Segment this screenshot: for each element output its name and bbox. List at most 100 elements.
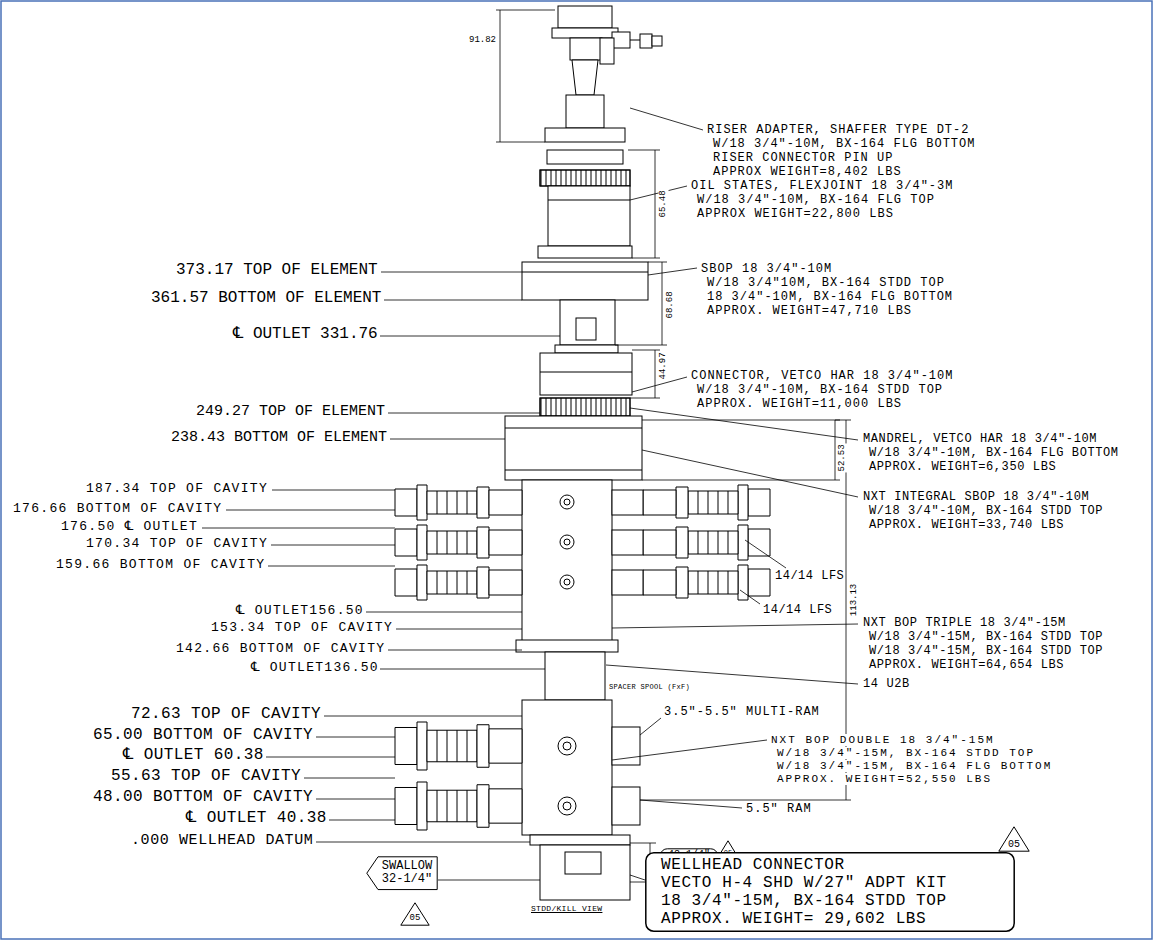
stack-component — [612, 570, 643, 595]
elevation-label: 65.00 BOTTOM OF CAVITY — [92, 727, 314, 745]
stack-component — [560, 300, 615, 345]
callout-text: 14 U2B — [862, 678, 911, 691]
stack-component — [540, 845, 630, 900]
callout-text: APPROX. WEIGHT=47,710 LBS — [706, 305, 913, 318]
leader-line — [630, 408, 858, 440]
leader-line — [202, 528, 395, 529]
callout-text: 18 3/4"-10M, BX-164 FLG BOTTOM — [706, 291, 954, 304]
leader-line — [648, 268, 697, 275]
stack-component — [548, 186, 630, 246]
stack-component — [540, 398, 630, 416]
stack-component — [566, 95, 604, 128]
stack-component — [558, 6, 612, 28]
leader-line — [226, 510, 395, 511]
stack-component — [522, 272, 648, 273]
stack-component — [612, 32, 630, 48]
leader-line — [388, 413, 540, 414]
leader-line — [266, 757, 395, 758]
stack-component — [564, 579, 570, 585]
stack-component — [540, 372, 632, 373]
callout-text: MANDREL, VETCO HAR 18 3/4"-10M — [862, 433, 1098, 446]
callout-text: W/18 3/4"-15M, BX-164 STDD TOP — [868, 645, 1104, 658]
callout-text: 14/14 LFS — [774, 570, 845, 583]
elevation-label: 72.63 TOP OF CAVITY — [130, 706, 322, 724]
elevation-label: ℄ OUTLET156.50 — [235, 604, 365, 618]
elevation-label: .000 WELLHEAD DATUM — [130, 833, 314, 850]
elevation-label: 361.57 BOTTOM OF ELEMENT — [150, 290, 382, 308]
callout-text: APPROX. WEIGHT=64,654 LBS — [868, 659, 1065, 672]
tag-outline — [367, 857, 437, 890]
leader-line — [390, 439, 505, 440]
stack-component — [560, 535, 574, 549]
callout-text: OIL STATES, FLEXJOINT 18 3/4"-3M — [690, 180, 954, 193]
stack-component — [564, 499, 570, 505]
box-text: 05 — [410, 914, 421, 924]
leader-line — [745, 540, 786, 568]
elevation-label: 176.50 ℄ OUTLET — [60, 520, 199, 534]
callout-text: APPROX. WEIGHT=11,000 LBS — [696, 398, 903, 411]
leader-line — [640, 800, 742, 808]
leader-line — [388, 650, 522, 651]
callout-text: W/18 3/4"-10M, BX-164 FLG BOTTOM — [868, 447, 1120, 460]
leader-line — [268, 566, 395, 567]
box-text: 05 — [1008, 839, 1020, 850]
leader-line — [381, 272, 522, 273]
stack-component — [522, 480, 612, 645]
elevation-label: ℄ OUTLET 40.38 — [185, 810, 328, 828]
stack-component — [540, 170, 630, 186]
leader-line — [202, 108, 858, 880]
dimension-line — [630, 350, 660, 398]
elevation-label: 176.66 BOTTOM OF CAVITY — [12, 502, 223, 516]
dimension-line — [642, 420, 840, 480]
stack-component — [612, 490, 643, 515]
revision-triangle: 05 — [400, 902, 430, 926]
dimension-value: 113.13 — [850, 583, 860, 617]
leader-line — [380, 336, 560, 337]
leader-line — [366, 612, 522, 613]
elevation-label: 153.34 TOP OF CAVITY — [210, 621, 394, 635]
callout-text: RISER ADAPTER, SHAFFER TYPE DT-2 — [706, 124, 970, 137]
callout-text: W/18 3/4"10M, BX-164 STDD TOP — [706, 277, 946, 290]
box-heading: WELLHEAD CONNECTOR — [661, 856, 999, 874]
callout-text: W/18 3/4"-15M, BX-164 STDD TOP — [776, 747, 1036, 759]
leader-line — [630, 108, 703, 130]
stack-component — [505, 428, 642, 429]
stack-component — [560, 495, 574, 509]
stack-component — [540, 170, 630, 186]
leader-line — [612, 624, 858, 628]
stack-component — [572, 60, 598, 95]
elevation-label: 55.63 TOP OF CAVITY — [110, 768, 302, 786]
callout-text: APPROX. WEIGHT=6,350 LBS — [868, 461, 1057, 474]
callout-text: W/18 3/4"-15M, BX-164 STDD TOP — [868, 631, 1104, 644]
leader-line — [316, 842, 530, 843]
callout-text: SPACER SPOOL (FxF) — [608, 684, 691, 692]
leader-line — [606, 665, 858, 684]
leader-line — [384, 300, 522, 301]
dimension-line — [628, 150, 660, 258]
callout-text: APPROX WEIGHT=22,800 LBS — [696, 208, 895, 221]
stack-component — [548, 200, 630, 201]
box-text: APPROX. WEIGHT= 29,602 LBS — [661, 910, 999, 928]
stack-component — [558, 797, 576, 815]
callout-text: W/18 3/4"-10M, BX-164 FLG BOTTOM — [712, 138, 976, 151]
stack-component — [560, 575, 574, 589]
callout-text: 3.5"-5.5" MULTI-RAM — [663, 706, 821, 719]
callout-text: W/18 3/4"-15M, BX-164 FLG BOTTOM — [776, 760, 1053, 772]
stack-component — [545, 652, 605, 700]
leader-line — [642, 450, 858, 497]
stack-component — [395, 782, 522, 830]
triangle-outline — [999, 827, 1029, 851]
dimension-line — [615, 262, 667, 345]
stack-component — [600, 38, 614, 64]
callout-text: NXT INTEGRAL SBOP 18 3/4"-10M — [862, 491, 1090, 504]
elevation-label: 249.27 TOP OF ELEMENT — [195, 404, 386, 421]
stack-component — [563, 802, 571, 810]
callout-text: NXT BOP DOUBLE 18 3/4"-15M — [770, 734, 996, 746]
leader-line — [304, 778, 395, 779]
leader-line — [271, 545, 395, 546]
callout-text: 5.5" RAM — [745, 803, 813, 816]
box-text: VECTO H-4 SHD W/27" ADPT KIT — [661, 874, 999, 892]
stack-component — [564, 539, 570, 545]
stack-component — [563, 742, 571, 750]
stack-component — [612, 530, 643, 555]
